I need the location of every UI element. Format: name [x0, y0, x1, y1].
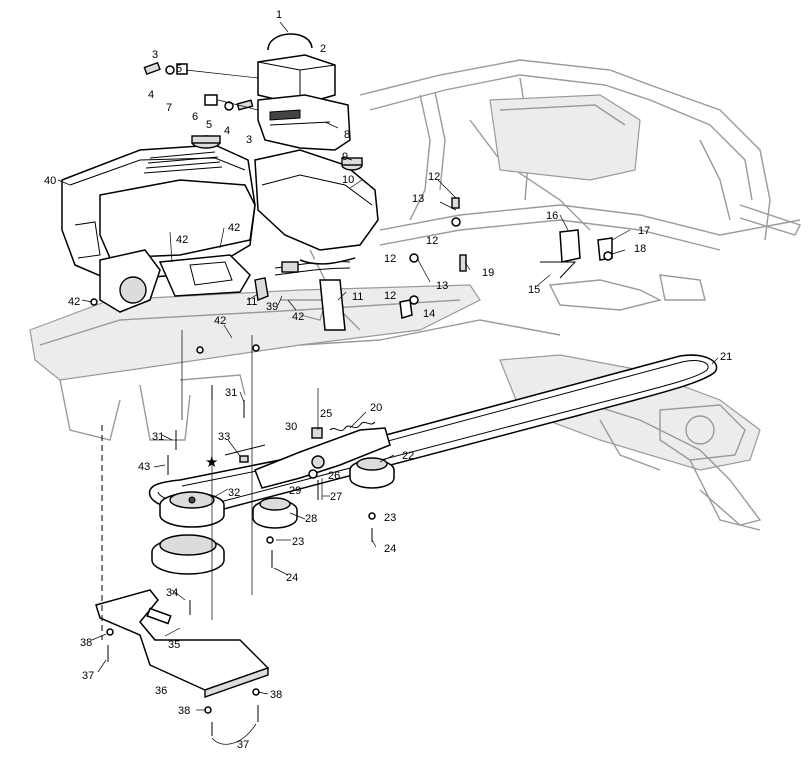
fuel-tank — [254, 149, 379, 251]
part-label: 9 — [342, 151, 348, 163]
part-label: 42 — [292, 311, 304, 323]
part-label: 37 — [237, 739, 249, 751]
part-label: 3 — [152, 49, 158, 61]
part-label: 4 — [224, 125, 230, 137]
part-label: 10 — [342, 174, 354, 186]
part-label: 7 — [166, 102, 172, 114]
part-label: 20 — [370, 402, 382, 414]
part-label: 33 — [218, 431, 230, 443]
star-symbol: ★ — [205, 454, 218, 471]
part-label: 3 — [246, 134, 252, 146]
part-label: 28 — [305, 513, 317, 525]
part-label: 13 — [412, 193, 424, 205]
small-hardware — [143, 61, 259, 111]
part-label: 23 — [292, 536, 304, 548]
ghost-chassis — [29, 59, 801, 531]
part-label: 39 — [266, 301, 278, 313]
part-label: 40 — [44, 175, 56, 187]
part-label: 43 — [138, 461, 150, 473]
part-label: 31 — [152, 431, 164, 443]
part-label: 8 — [344, 129, 350, 141]
part-label: 12 — [426, 235, 438, 247]
part-label: 27 — [330, 491, 342, 503]
part-label: 17 — [638, 225, 650, 237]
part-label: 35 — [168, 639, 180, 651]
fuel-lines — [254, 257, 356, 331]
part-label: 4 — [148, 89, 154, 101]
part-label: 38 — [270, 689, 282, 701]
part-label: 31 — [225, 387, 237, 399]
part-label: 15 — [528, 284, 540, 296]
part-label: 25 — [320, 408, 332, 420]
part-label: 6 — [192, 111, 198, 123]
part-label: 26 — [328, 470, 340, 482]
part-label: 24 — [286, 572, 298, 584]
part-label: 5 — [176, 63, 182, 75]
part-labels: 1 2 3 3 4 4 5 5 6 7 8 9 10 11 11 12 12 1… — [44, 9, 732, 751]
part-label: 42 — [68, 296, 80, 308]
part-label: 2 — [320, 43, 326, 55]
part-label: 21 — [720, 351, 732, 363]
part-label: 29 — [289, 485, 301, 497]
part-label: 22 — [402, 450, 414, 462]
cover-parts — [257, 33, 351, 151]
engine — [61, 135, 256, 313]
leader-lines — [57, 21, 719, 745]
bracket-plate — [95, 589, 270, 698]
pulleys — [151, 457, 395, 575]
part-label: 38 — [178, 705, 190, 717]
part-label: 36 — [155, 685, 167, 697]
part-label: 37 — [82, 670, 94, 682]
part-label: 23 — [384, 512, 396, 524]
part-label: 11 — [352, 291, 363, 303]
part-label: 42 — [228, 222, 240, 234]
part-label: 34 — [166, 587, 178, 599]
part-label: 18 — [634, 243, 646, 255]
part-label: 12 — [384, 253, 396, 265]
part-label: 12 — [428, 171, 440, 183]
part-label: 11 — [246, 296, 257, 308]
part-label: 1 — [276, 9, 282, 21]
idler-arm — [254, 421, 391, 500]
part-label: 32 — [228, 487, 240, 499]
part-label: 16 — [546, 210, 558, 222]
bracket-hardware — [399, 197, 613, 319]
part-label: 19 — [482, 267, 494, 279]
part-label: 24 — [384, 543, 396, 555]
part-label: 42 — [176, 234, 188, 246]
part-label: 38 — [80, 637, 92, 649]
part-label: 5 — [206, 119, 212, 131]
part-label: 13 — [436, 280, 448, 292]
part-label: 14 — [423, 308, 435, 320]
assembly-lines — [101, 330, 323, 640]
part-label: 42 — [214, 315, 226, 327]
part-label: 12 — [384, 290, 396, 302]
part-label: 30 — [285, 421, 297, 433]
